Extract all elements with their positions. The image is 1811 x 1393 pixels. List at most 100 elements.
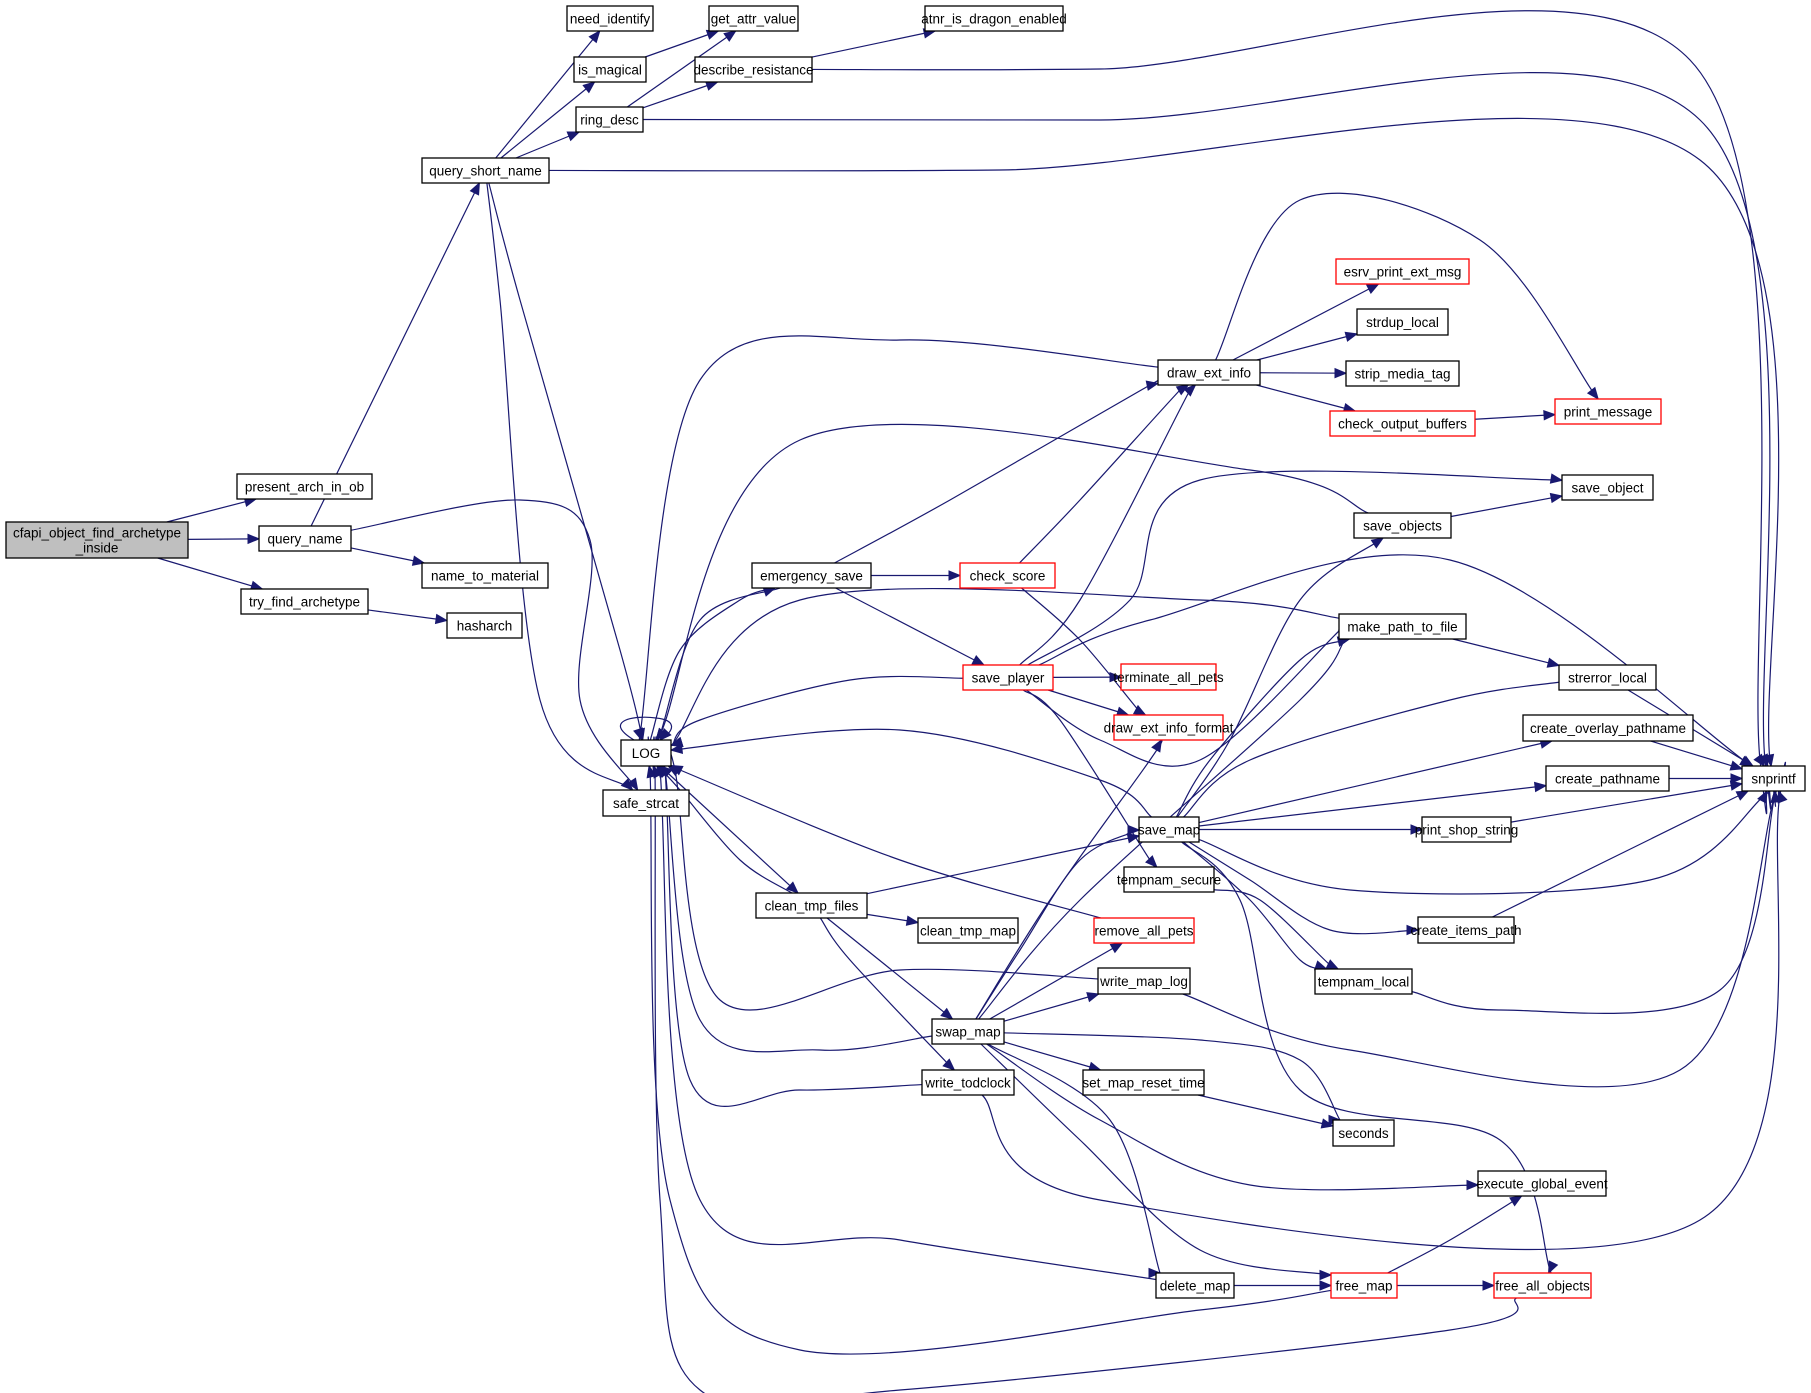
node-box[interactable] xyxy=(917,917,1019,944)
node-set_map_reset_time[interactable]: set_map_reset_time xyxy=(1082,1069,1205,1096)
node-box[interactable] xyxy=(1522,714,1694,742)
node-box[interactable] xyxy=(575,106,644,133)
node-save_map[interactable]: save_map xyxy=(1138,816,1200,843)
node-free_all_objects[interactable]: free_all_objects xyxy=(1493,1272,1592,1299)
node-box[interactable] xyxy=(1356,308,1449,336)
node-box[interactable] xyxy=(924,5,1064,32)
node-is_magical[interactable]: is_magical xyxy=(573,56,647,83)
node-print_shop_string[interactable]: print_shop_string xyxy=(1415,816,1519,843)
node-box[interactable] xyxy=(1558,664,1657,691)
node-safe_strcat[interactable]: safe_strcat xyxy=(602,789,690,817)
node-box[interactable] xyxy=(755,892,868,919)
node-box[interactable] xyxy=(1314,968,1413,995)
node-box[interactable] xyxy=(1345,360,1460,387)
node-box[interactable] xyxy=(620,739,672,767)
node-execute_global_event[interactable]: execute_global_event xyxy=(1476,1170,1608,1197)
node-describe_resistance[interactable]: describe_resistance xyxy=(693,56,814,83)
node-strdup_local[interactable]: strdup_local xyxy=(1356,308,1449,336)
node-box[interactable] xyxy=(1093,917,1195,944)
node-clean_tmp_files[interactable]: clean_tmp_files xyxy=(755,892,868,919)
node-save_object[interactable]: save_object xyxy=(1561,474,1654,501)
node-save_player[interactable]: save_player xyxy=(962,664,1054,691)
node-box[interactable] xyxy=(1353,512,1452,539)
node-box[interactable] xyxy=(240,588,369,615)
node-tempnam_secure[interactable]: tempnam_secure xyxy=(1117,866,1221,893)
node-ring_desc[interactable]: ring_desc xyxy=(575,106,644,133)
node-box[interactable] xyxy=(1330,1272,1398,1299)
node-check_score[interactable]: check_score xyxy=(959,562,1056,589)
node-hasharch[interactable]: hasharch xyxy=(446,612,523,639)
node-free_map[interactable]: free_map xyxy=(1330,1272,1398,1299)
node-box[interactable] xyxy=(921,1069,1015,1096)
node-box[interactable] xyxy=(751,562,872,589)
node-box[interactable] xyxy=(1113,714,1224,741)
node-write_map_log[interactable]: write_map_log xyxy=(1097,967,1191,995)
node-print_message[interactable]: print_message xyxy=(1554,398,1662,425)
node-box[interactable] xyxy=(1477,1170,1607,1197)
node-box[interactable] xyxy=(1329,410,1476,437)
node-box[interactable] xyxy=(5,521,189,559)
node-box[interactable] xyxy=(1123,866,1215,893)
node-clean_tmp_map[interactable]: clean_tmp_map xyxy=(917,917,1019,944)
node-query_name[interactable]: query_name xyxy=(258,525,352,552)
node-box[interactable] xyxy=(1332,1119,1395,1147)
node-seconds[interactable]: seconds xyxy=(1332,1119,1395,1147)
node-box[interactable] xyxy=(258,525,352,552)
node-box[interactable] xyxy=(1097,967,1191,995)
node-terminate_all_pets[interactable]: terminate_all_pets xyxy=(1113,663,1224,691)
node-save_objects[interactable]: save_objects xyxy=(1353,512,1452,539)
node-box[interactable] xyxy=(694,56,813,83)
node-create_overlay_pathname[interactable]: create_overlay_pathname xyxy=(1522,714,1694,742)
node-query_short_name[interactable]: query_short_name xyxy=(421,157,550,184)
node-draw_ext_info[interactable]: draw_ext_info xyxy=(1157,359,1261,386)
node-strip_media_tag[interactable]: strip_media_tag xyxy=(1345,360,1460,387)
node-swap_map[interactable]: swap_map xyxy=(931,1018,1005,1045)
node-box[interactable] xyxy=(1120,663,1217,691)
node-box[interactable] xyxy=(708,5,799,32)
node-box[interactable] xyxy=(1155,1272,1235,1299)
node-check_output_buffers[interactable]: check_output_buffers xyxy=(1329,410,1476,437)
node-box[interactable] xyxy=(962,664,1054,691)
node-cfapi[interactable]: cfapi_object_find_archetype_inside xyxy=(5,521,189,559)
node-box[interactable] xyxy=(1545,765,1670,792)
node-box[interactable] xyxy=(1138,816,1200,843)
node-need_identify[interactable]: need_identify xyxy=(566,5,654,32)
node-present_arch_in_ob[interactable]: present_arch_in_ob xyxy=(236,473,373,500)
node-esrv_print_ext_msg[interactable]: esrv_print_ext_msg xyxy=(1335,258,1470,285)
node-box[interactable] xyxy=(931,1018,1005,1045)
node-box[interactable] xyxy=(421,157,550,184)
node-get_attr_value[interactable]: get_attr_value xyxy=(708,5,799,32)
node-box[interactable] xyxy=(236,473,373,500)
node-box[interactable] xyxy=(1421,816,1512,843)
node-remove_all_pets[interactable]: remove_all_pets xyxy=(1093,917,1195,944)
node-box[interactable] xyxy=(573,56,647,83)
node-LOG[interactable]: LOG xyxy=(620,739,672,767)
node-draw_ext_info_format[interactable]: draw_ext_info_format xyxy=(1104,714,1234,741)
node-atnr_is_dragon_enabled[interactable]: atnr_is_dragon_enabled xyxy=(921,5,1067,32)
node-snprintf[interactable]: snprintf xyxy=(1741,765,1806,792)
node-tempnam_local[interactable]: tempnam_local xyxy=(1314,968,1413,995)
node-try_find_archetype[interactable]: try_find_archetype xyxy=(240,588,369,615)
node-box[interactable] xyxy=(1417,916,1515,944)
node-delete_map[interactable]: delete_map xyxy=(1155,1272,1235,1299)
node-box[interactable] xyxy=(446,612,523,639)
node-name_to_material[interactable]: name_to_material xyxy=(421,562,549,589)
node-box[interactable] xyxy=(1493,1272,1592,1299)
node-box[interactable] xyxy=(1338,613,1467,640)
node-box[interactable] xyxy=(959,562,1056,589)
node-create_items_path[interactable]: create_items_path xyxy=(1410,916,1522,944)
node-create_pathname[interactable]: create_pathname xyxy=(1545,765,1670,792)
node-box[interactable] xyxy=(1741,765,1806,792)
node-write_todclock[interactable]: write_todclock xyxy=(921,1069,1015,1096)
node-box[interactable] xyxy=(1082,1069,1205,1096)
node-box[interactable] xyxy=(421,562,549,589)
node-emergency_save[interactable]: emergency_save xyxy=(751,562,872,589)
node-box[interactable] xyxy=(1561,474,1654,501)
node-box[interactable] xyxy=(602,789,690,817)
node-box[interactable] xyxy=(566,5,654,32)
node-box[interactable] xyxy=(1335,258,1470,285)
node-box[interactable] xyxy=(1157,359,1261,386)
node-make_path_to_file[interactable]: make_path_to_file xyxy=(1338,613,1467,640)
node-box[interactable] xyxy=(1554,398,1662,425)
node-strerror_local[interactable]: strerror_local xyxy=(1558,664,1657,691)
